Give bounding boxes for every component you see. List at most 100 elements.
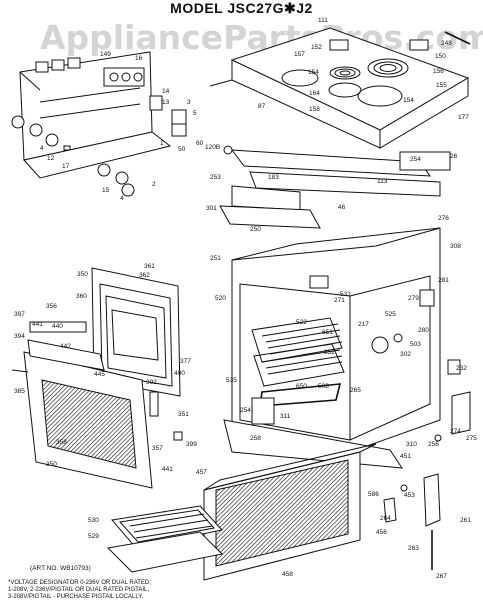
- part-label: 279: [408, 295, 419, 302]
- part-label: 155: [436, 82, 447, 89]
- part-label: 113: [377, 178, 388, 185]
- model-title: MODEL JSC27G✱J2: [170, 0, 313, 16]
- part-label: 508: [318, 383, 329, 390]
- part-label: 254: [240, 407, 251, 414]
- part-labels: 111 248 152 157 150 154 156 155 164 158 …: [14, 17, 477, 580]
- part-label: 274: [450, 428, 461, 435]
- part-label: 15: [102, 187, 110, 194]
- part-label: 440: [52, 323, 63, 330]
- footnote-line: 3-208V/PIGTAIL - PURCHASE PIGTAIL LOCALL…: [8, 594, 144, 600]
- side-panels: [219, 145, 451, 229]
- part-label: 248: [441, 40, 452, 47]
- part-label: 183: [268, 174, 279, 181]
- part-label: 520: [215, 295, 226, 302]
- part-label: 17: [62, 163, 70, 170]
- part-label: 12: [47, 155, 55, 162]
- part-label: 358: [56, 439, 67, 446]
- part-label: 377: [180, 358, 191, 365]
- part-label: 276: [438, 215, 449, 222]
- oven-rack: [251, 317, 345, 387]
- part-label: 301: [206, 205, 217, 212]
- part-label: 356: [46, 303, 57, 310]
- part-label: 441: [32, 321, 43, 328]
- part-label: 397: [14, 311, 25, 318]
- part-label: 232: [456, 365, 467, 372]
- door-liner: [91, 267, 181, 397]
- part-label: 157: [294, 51, 305, 58]
- part-label: 360: [76, 293, 87, 300]
- part-label: 441: [162, 466, 173, 473]
- part-label: 350: [46, 461, 57, 468]
- part-label: 275: [466, 435, 477, 442]
- part-label: 302: [400, 351, 411, 358]
- storage-drawer: [203, 419, 403, 581]
- part-label: 399: [186, 441, 197, 448]
- part-label: 16: [135, 55, 143, 62]
- cooktop-assembly: [209, 27, 471, 149]
- part-label: 5: [193, 110, 197, 117]
- part-label: 522: [296, 319, 307, 326]
- part-label: 357: [152, 445, 163, 452]
- part-label: 392: [146, 379, 157, 386]
- part-label: 308: [450, 243, 461, 250]
- part-label: 26: [450, 153, 458, 160]
- part-label: 456: [376, 529, 387, 536]
- part-label: 385: [14, 388, 25, 395]
- part-label: 525: [385, 311, 396, 318]
- part-label: 258: [250, 435, 261, 442]
- part-label: 60: [196, 140, 204, 147]
- part-label: 445: [94, 371, 105, 378]
- part-label: 458: [282, 571, 293, 578]
- part-label: 150: [435, 53, 446, 60]
- part-label: 14: [162, 88, 170, 95]
- part-label: 251: [210, 255, 221, 262]
- part-label: 2: [152, 181, 156, 188]
- part-label: 256: [428, 441, 439, 448]
- part-label: 280: [418, 327, 429, 334]
- part-label: 531: [340, 291, 351, 298]
- part-label: 154: [308, 69, 319, 76]
- part-label: 156: [433, 68, 444, 75]
- part-label: 250: [250, 226, 261, 233]
- part-label: 264: [380, 515, 391, 522]
- part-label: 281: [438, 277, 449, 284]
- part-label: 400: [174, 370, 185, 377]
- part-label: 457: [196, 469, 207, 476]
- part-label: 361: [144, 263, 155, 270]
- broiler-pan: [106, 505, 224, 573]
- art-number: (ART NO. WB10793): [30, 565, 91, 572]
- part-label: 4: [120, 195, 124, 202]
- part-label: 529: [88, 533, 99, 540]
- part-label: 530: [88, 517, 99, 524]
- part-label: 217: [358, 321, 369, 328]
- part-label: 453: [404, 492, 415, 499]
- part-label: 263: [408, 545, 419, 552]
- part-label: 152: [311, 44, 322, 51]
- part-label: 3: [187, 99, 191, 106]
- part-label: 1: [160, 140, 164, 147]
- part-label: 87: [258, 103, 266, 110]
- footnote-line: 1-208V, 2-236V/PIGTAIL OR DUAL RATED PIG…: [8, 587, 150, 593]
- footnote: *VOLTAGE DESIGNATOR 0-236V OR DUAL RATED…: [8, 580, 151, 601]
- part-label: 158: [309, 106, 320, 113]
- part-label: 50: [178, 146, 186, 153]
- part-label: 451: [400, 453, 411, 460]
- part-label: 46: [338, 204, 346, 211]
- part-label: 120B: [205, 144, 220, 151]
- hardware: [149, 391, 442, 570]
- oven-door: [11, 321, 153, 489]
- part-label: 651: [322, 329, 333, 336]
- part-label: 650: [296, 383, 307, 390]
- part-label: 177: [458, 114, 469, 121]
- part-label: 311: [280, 413, 291, 420]
- part-label: 350: [77, 271, 88, 278]
- part-label: 253: [210, 174, 221, 181]
- part-label: 254: [410, 156, 421, 163]
- part-label: 586: [368, 491, 379, 498]
- oven-body: [231, 227, 471, 453]
- part-label: 13: [162, 99, 170, 106]
- part-label: 652: [324, 349, 335, 356]
- part-label: 310: [406, 441, 417, 448]
